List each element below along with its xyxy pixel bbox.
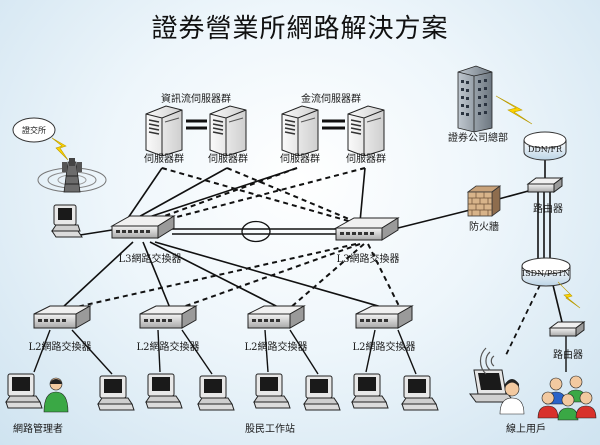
router-label-top: 路由器	[533, 202, 563, 215]
l2-switch-label-2: L2網路交換器	[136, 340, 199, 353]
switch-icon[interactable]	[139, 305, 198, 329]
online-user-label: 線上用戶	[506, 422, 546, 435]
laptop-icon[interactable]	[469, 369, 515, 403]
computer-icon[interactable]	[351, 373, 389, 409]
firewall-icon[interactable]	[466, 185, 502, 217]
workstation-label: 股民工作站	[245, 422, 295, 435]
l3-switch-label-right: L3網路交換器	[336, 252, 399, 265]
people-icon	[537, 375, 597, 421]
isdn-label: ISDN/PSTN	[522, 269, 570, 278]
server-pair-links	[186, 119, 345, 130]
ddn-cylinder-icon: DDN/FR	[523, 131, 567, 161]
computer-icon[interactable]	[253, 373, 291, 409]
server-icon[interactable]	[281, 105, 319, 157]
computer-icon[interactable]	[145, 373, 183, 409]
lightning-icon	[495, 95, 533, 125]
laptop-user-person-icon	[499, 379, 525, 415]
hq-label: 證券公司總部	[448, 131, 508, 144]
cash-flow-group-label: 金流伺服器群	[301, 92, 361, 105]
switch-icon[interactable]	[33, 305, 92, 329]
server-group-label-3: 伺服器群	[280, 152, 320, 165]
router-label-bottom: 路由器	[553, 348, 583, 361]
server-icon[interactable]	[347, 105, 385, 157]
server-group-label-4: 伺服器群	[346, 152, 386, 165]
switch-icon[interactable]	[355, 305, 414, 329]
server-icon[interactable]	[145, 105, 183, 157]
workstation-pcs	[5, 373, 439, 411]
computer-icon[interactable]	[5, 373, 43, 409]
admin-person-icon	[43, 377, 69, 413]
router-icon[interactable]	[548, 321, 586, 337]
net-admin-label: 網路管理者	[13, 422, 63, 435]
lightning-icon	[557, 281, 581, 309]
server-group-label-1: 伺服器群	[144, 152, 184, 165]
l2-switch-label-1: L2網路交換器	[28, 340, 91, 353]
server-row	[145, 105, 385, 157]
server-icon[interactable]	[209, 105, 247, 157]
computer-icon[interactable]	[51, 204, 83, 238]
exchange-label: 證交所	[22, 125, 46, 135]
info-flow-group-label: 資訊流伺服器群	[161, 92, 231, 105]
switch-icon[interactable]	[247, 305, 306, 329]
isdn-cylinder-icon: ISDN/PSTN	[521, 257, 571, 287]
antenna-tower-icon	[37, 158, 107, 193]
building-icon	[457, 65, 493, 133]
computer-icon[interactable]	[197, 375, 235, 411]
l3-switch-label-left: L3網路交換器	[118, 252, 181, 265]
trunk-cylinder-icon	[241, 220, 271, 243]
computer-icon[interactable]	[303, 375, 341, 411]
l2-switch-label-3: L2網路交換器	[244, 340, 307, 353]
computer-icon[interactable]	[401, 375, 439, 411]
exchange-bubble: 證交所	[12, 117, 56, 143]
server-group-label-2: 伺服器群	[208, 152, 248, 165]
ddn-label: DDN/FR	[528, 145, 563, 154]
switch-icon[interactable]	[334, 217, 400, 241]
connection-lines	[33, 158, 567, 375]
wireless-signal-icon	[479, 347, 495, 375]
lightning-icon	[51, 137, 69, 161]
page-title: 證券營業所網路解決方案	[151, 14, 448, 44]
router-icon[interactable]	[526, 177, 564, 193]
switch-icon[interactable]	[110, 215, 176, 239]
computer-icon[interactable]	[97, 375, 135, 411]
firewall-label: 防火牆	[469, 220, 499, 233]
l2-switch-label-4: L2網路交換器	[352, 340, 415, 353]
